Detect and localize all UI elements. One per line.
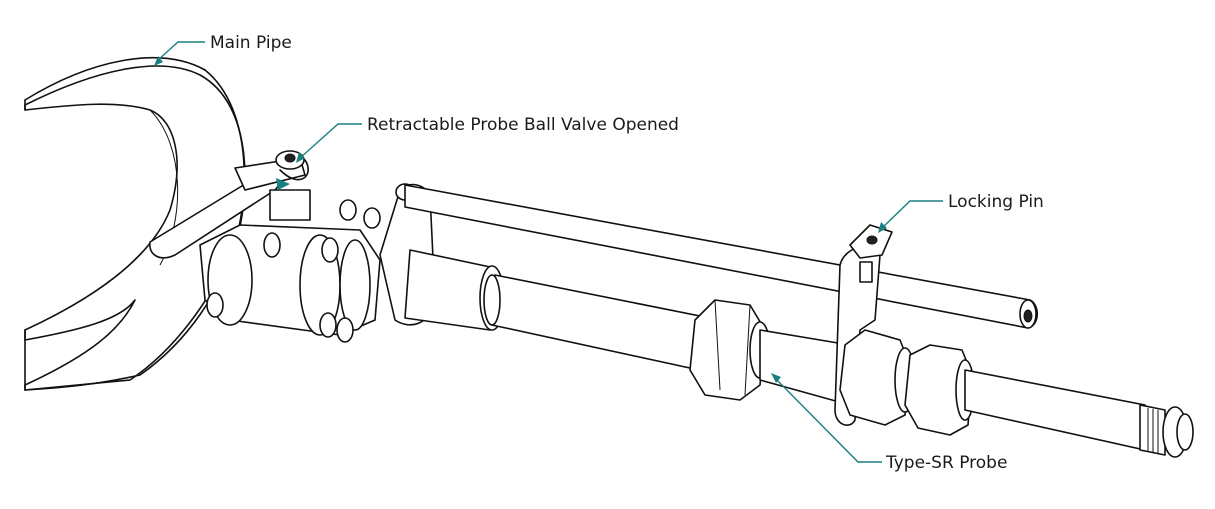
compression-nut: [689, 299, 771, 401]
locking-pin-label: Locking Pin: [948, 192, 1044, 212]
probe-tube: [404, 249, 723, 376]
main-pipe-label: Main Pipe: [210, 33, 292, 53]
valve-bolts: [206, 199, 381, 343]
callout-main-pipe: Main Pipe: [154, 33, 292, 66]
callout-probe: Type-SR Probe: [771, 373, 1007, 473]
main-pipe: [24, 56, 246, 391]
guide-rod: [404, 184, 1039, 329]
probe-label: Type-SR Probe: [885, 453, 1007, 473]
callout-ball-valve: Retractable Probe Ball Valve Opened: [296, 115, 679, 163]
callout-locking-pin: Locking Pin: [878, 192, 1044, 233]
ball-valve-body: [199, 150, 381, 343]
probe-stem: [964, 369, 1194, 458]
ball-valve-label: Retractable Probe Ball Valve Opened: [367, 115, 679, 135]
probe-fitting: [839, 329, 975, 436]
